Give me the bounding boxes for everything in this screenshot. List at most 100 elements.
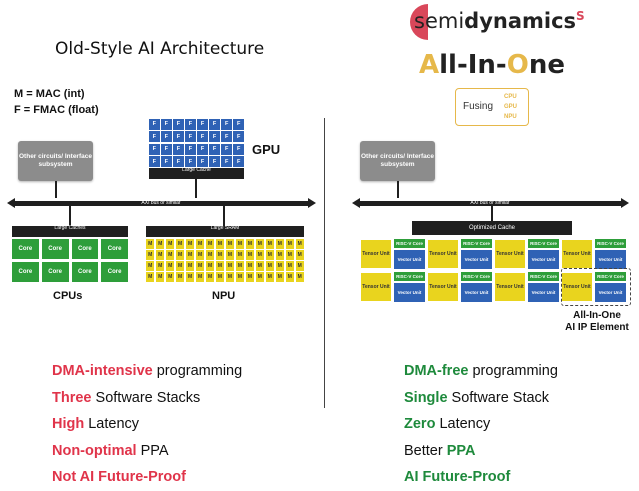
npu-mac-cell: M [146,239,155,249]
tensor-unit: Tensor Unit [495,240,525,268]
vector-unit: Vector Unit [528,250,559,269]
npu-mac-cell: M [275,261,285,271]
gpu-fmac-cell: F [209,131,220,143]
cpu-core-cell: Core [41,239,69,259]
vector-unit: Vector Unit [595,283,626,302]
npu-mac-cell: M [235,239,245,249]
aio-title-o: O [506,50,529,80]
statement-highlight: Non-optimal [52,442,137,459]
riscv-core: RISC-V Core [528,272,559,281]
statement-text: PPA [136,442,169,459]
semidynamics-logo: semidynamicsS [410,4,586,40]
tensor-unit: Tensor Unit [562,273,592,301]
aio-title-ne: ne [528,50,565,80]
legend-mac: M = MAC (int) [14,88,85,100]
npu-mac-cell: M [285,261,295,271]
gpu-fmac-cell: F [173,156,184,167]
statement-text: Latency [435,416,491,432]
cpu-core-cell: Core [12,262,39,282]
riscv-core: RISC-V Core [394,272,425,281]
gpu-cache-bar: Large Cache [149,167,244,179]
gpu-fmac-cell: F [185,156,196,167]
fusing-box: Fusing CPU GPU NPU [455,88,529,126]
bus-arrow-right [308,198,316,208]
logo-half-circle-icon [410,4,428,40]
vector-unit: Vector Unit [595,250,626,269]
right-statement: Zero Latency [404,416,490,432]
gpu-connector [195,179,197,198]
npu-label: NPU [212,290,236,302]
npu-mac-cell: M [235,272,245,282]
npu-mac-cell: M [275,250,285,260]
npu-mac-cell: M [175,261,185,271]
gpu-fmac-cell: F [161,119,172,130]
gpu-fmac-cell: F [149,131,160,143]
aio-element-caption: All-In-One AI IP Element [561,310,633,334]
left-title: Old-Style AI Architecture [55,39,265,59]
cpu-core-cell: Core [101,239,128,259]
npu-mac-cell: M [295,272,304,282]
npu-mac-cell: M [165,261,175,271]
npu-mac-cell: M [205,272,215,282]
npu-mac-cell: M [165,239,175,249]
npu-mac-cell: M [225,261,235,271]
aio-caption-line2: AI IP Element [565,322,629,333]
gpu-fmac-cell: F [233,156,244,167]
npu-mac-cell: M [215,261,225,271]
npu-mac-cell: M [185,272,195,282]
npu-mac-cell: M [205,261,215,271]
npu-mac-cell: M [215,272,225,282]
all-in-one-title: All-In-One [419,50,565,80]
npu-mac-cell: M [245,261,255,271]
statement-highlight: Single [404,389,448,406]
aio-element-highlight [561,268,631,306]
brand-main: dynamics [464,9,577,33]
axi-bus-label-right: AXI bus or similar [470,199,510,206]
gpu-fmac-cell: F [197,143,208,155]
tensor-unit: Tensor Unit [495,273,525,301]
npu-mac-cell: M [185,261,195,271]
tensor-unit: Tensor Unit [361,273,391,301]
tensor-unit: Tensor Unit [562,240,592,268]
npu-mac-cell: M [146,261,155,271]
axi-bus-left: AXI bus or similar [14,200,308,206]
npu-mac-cell: M [146,272,155,282]
bus-arrow-left [7,198,15,208]
npu-mac-cell: M [155,239,165,249]
npu-mac-cell: M [195,272,205,282]
gpu-fmac-cell: F [149,156,160,167]
gpu-fmac-cell: F [149,119,160,130]
gpu-fmac-cell: F [233,131,244,143]
npu-mac-cell: M [175,239,185,249]
npu-mac-cell: M [175,250,185,260]
aio-caption-line1: All-In-One [573,310,621,321]
other-circuits-box-right: Other circuits/ Interface subsystem [360,141,435,181]
npu-mac-cell: M [195,239,205,249]
bus-arrow-right-right-side [621,198,629,208]
npu-mac-cell: M [185,239,195,249]
cpu-cache-bar: Large Caches [12,225,128,237]
cache-connector [491,206,493,221]
other-circuits-connector-right [397,181,399,198]
npu-mac-cell: M [225,239,235,249]
legend-fmac: F = FMAC (float) [14,104,99,116]
fusing-item-npu: NPU [504,114,517,120]
statement-text: Latency [84,416,140,432]
npu-mac-cell: M [155,261,165,271]
npu-mac-cell: M [175,272,185,282]
vector-unit: Vector Unit [394,250,425,269]
left-statement: High Latency [52,416,139,432]
statement-text: Better [404,442,447,459]
npu-mac-cell: M [245,250,255,260]
tensor-unit: Tensor Unit [428,273,458,301]
npu-mac-cell: M [255,261,265,271]
left-statement: DMA-intensive programming [52,363,242,379]
right-statement: AI Future-Proof [404,469,510,485]
npu-mac-cell: M [295,239,304,249]
riscv-core: RISC-V Core [461,239,492,248]
gpu-fmac-cell: F [161,156,172,167]
cpu-core-cell: Core [41,262,69,282]
